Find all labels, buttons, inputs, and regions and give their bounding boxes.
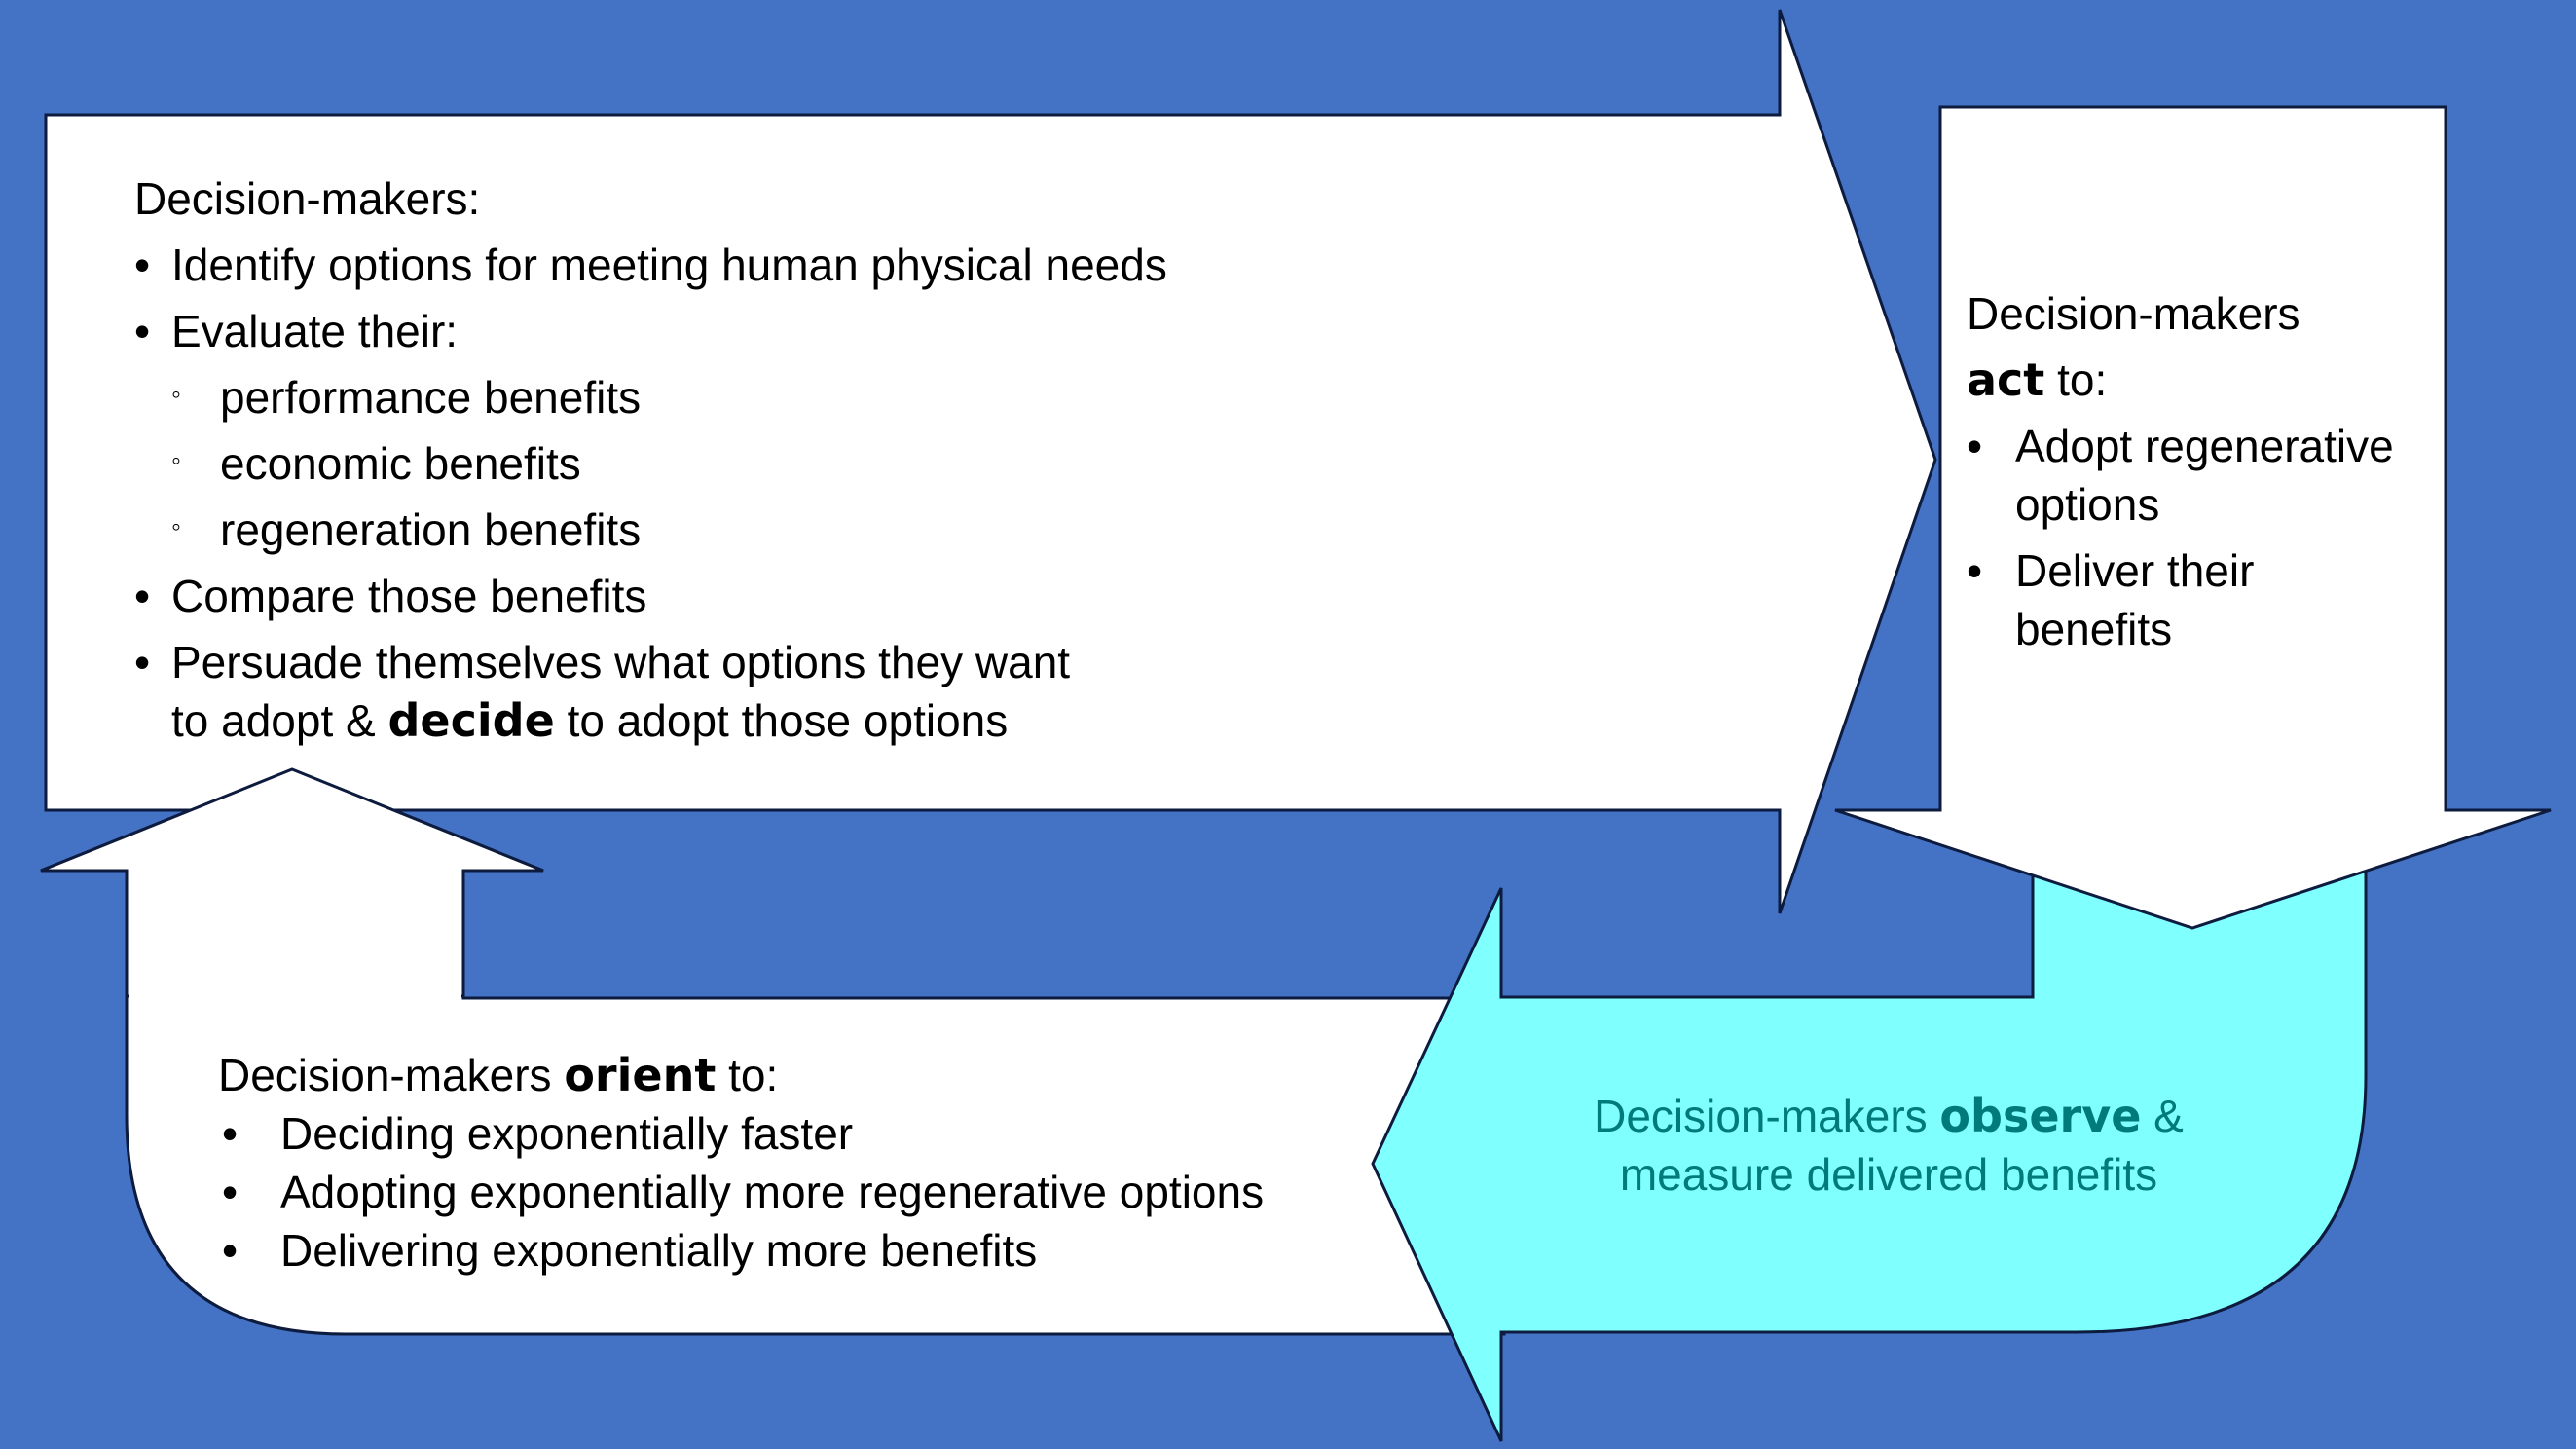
decide-bold-word: decide: [387, 694, 555, 747]
decide-heading: Decision-makers:: [134, 173, 481, 224]
act-item-deliver-line2: benefits: [2015, 604, 2173, 654]
act-heading-post: to:: [2044, 354, 2108, 405]
bullet-dot: •: [134, 240, 151, 290]
act-item-adopt-line2: options: [2015, 479, 2160, 530]
orient-item-deciding: Deciding exponentially faster: [280, 1108, 854, 1159]
act-item-deliver-line1: Deliver their: [2015, 545, 2255, 596]
orient-bold-word: orient: [564, 1049, 717, 1101]
decide-sub-regeneration: regeneration benefits: [220, 504, 642, 555]
sub-bullet-circle: ◦: [171, 379, 181, 409]
decide-item-identify: Identify options for meeting human physi…: [171, 240, 1167, 290]
observe-line1: Decision-makers observe &: [1519, 1088, 2259, 1146]
decide-item-compare: Compare those benefits: [171, 571, 647, 621]
bullet-dot: •: [222, 1108, 239, 1159]
bullet-dot: •: [1967, 545, 1983, 596]
decide-line2-post: to adopt those options: [554, 695, 1009, 746]
observe-line2: measure delivered benefits: [1619, 1148, 2158, 1200]
observe-arrow: [1371, 855, 2368, 1442]
decide-item-persuade-line2: to adopt & decide to adopt those options: [171, 692, 1008, 751]
decide-sub-economic: economic benefits: [220, 438, 581, 489]
decide-item-persuade-line1: Persuade themselves what options they wa…: [171, 637, 1071, 687]
bullet-dot: •: [222, 1167, 239, 1217]
orient-heading-pre: Decision-makers: [218, 1050, 565, 1100]
sub-bullet-circle: ◦: [171, 511, 181, 541]
observe-pre: Decision-makers: [1594, 1091, 1940, 1141]
decide-line2-pre: to adopt &: [171, 695, 388, 746]
bullet-dot: •: [134, 571, 151, 621]
observe-box-text: Decision-makers observe & measure delive…: [1519, 1088, 2259, 1205]
bullet-dot: •: [1967, 421, 1983, 471]
act-heading-line2: act to:: [1967, 352, 2107, 410]
orient-item-delivering: Delivering exponentially more benefits: [280, 1225, 1038, 1276]
bullet-dot: •: [134, 637, 151, 687]
bullet-dot: •: [222, 1225, 239, 1276]
decide-item-evaluate: Evaluate their:: [171, 306, 459, 356]
orient-heading-post: to:: [716, 1050, 779, 1100]
orient-item-adopting: Adopting exponentially more regenerative…: [280, 1167, 1265, 1217]
orient-heading: Decision-makers orient to:: [218, 1047, 778, 1105]
observe-post: &: [2141, 1091, 2184, 1141]
observe-bold-word: observe: [1939, 1090, 2142, 1142]
act-bold-word: act: [1967, 353, 2045, 406]
bullet-dot: •: [134, 306, 151, 356]
sub-bullet-circle: ◦: [171, 445, 181, 475]
act-heading-line1: Decision-makers: [1967, 288, 2300, 339]
decide-sub-performance: performance benefits: [220, 372, 642, 423]
act-arrow: [1834, 105, 2552, 930]
act-item-adopt-line1: Adopt regenerative: [2015, 421, 2394, 471]
